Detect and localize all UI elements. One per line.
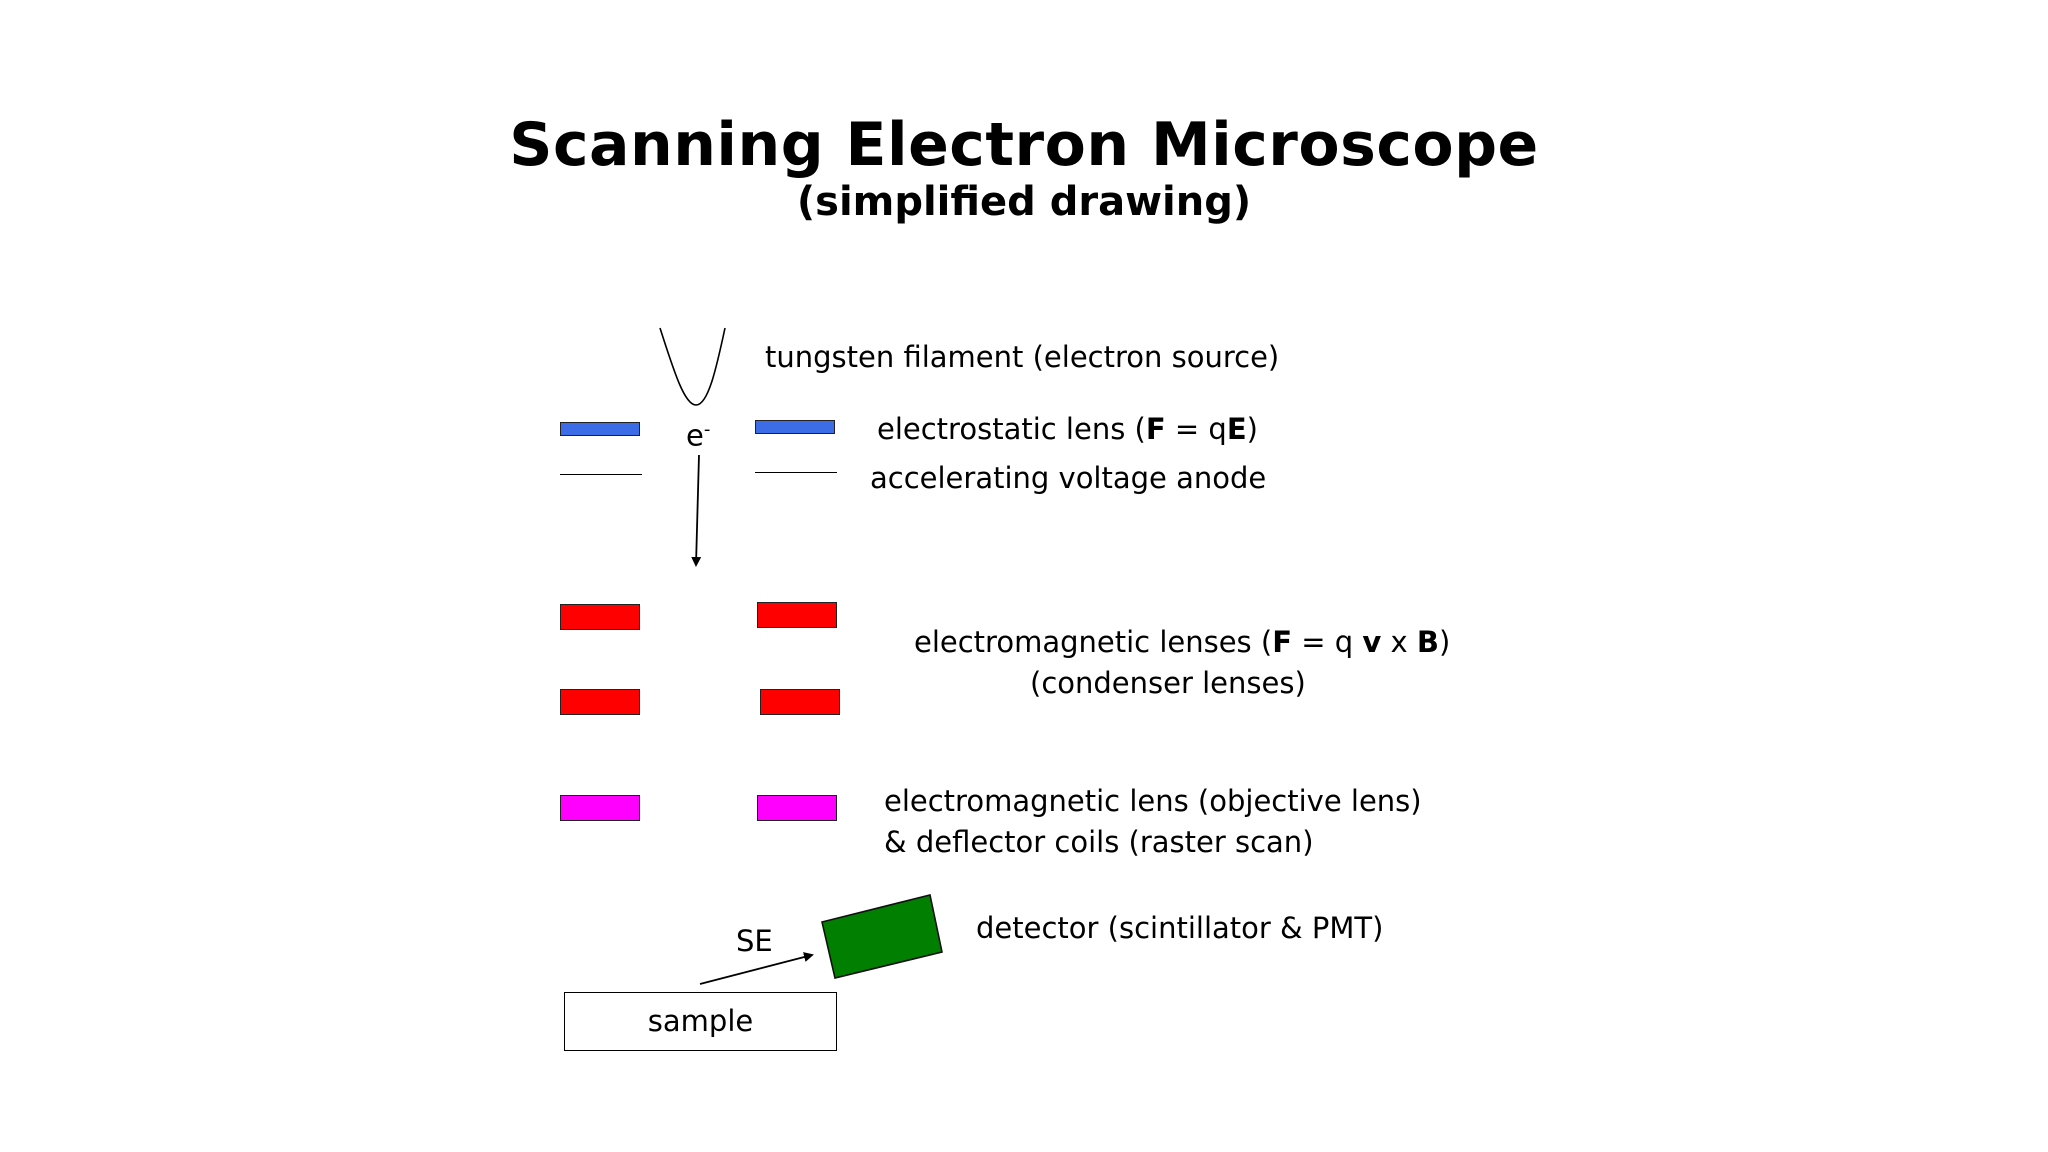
electron-beam-arrow bbox=[691, 454, 702, 567]
filament-label: tungsten filament (electron source) bbox=[765, 340, 1280, 374]
objective-lens-label: electromagnetic lens (objective lens) bbox=[884, 784, 1422, 818]
objective-lens-right bbox=[757, 795, 837, 821]
electromagnetic-text: electromagnetic lenses ( bbox=[914, 625, 1273, 659]
electrostatic-lens-label: electrostatic lens (F = qE) bbox=[877, 409, 1258, 449]
electron-charge: - bbox=[703, 419, 711, 440]
field-symbol: E bbox=[1226, 412, 1247, 446]
anode-label: accelerating voltage anode bbox=[870, 461, 1267, 495]
tungsten-filament bbox=[659, 327, 726, 406]
close-paren: ) bbox=[1439, 625, 1451, 659]
sample-box: sample bbox=[564, 992, 837, 1051]
electrostatic-lens-left bbox=[560, 422, 640, 436]
electromagnetic-lenses-label: electromagnetic lenses (F = q v x B) bbox=[914, 622, 1450, 662]
condenser-lens-1-right bbox=[757, 602, 837, 628]
equals-q: = q bbox=[1292, 625, 1363, 659]
force-symbol: F bbox=[1272, 625, 1293, 659]
condenser-lens-1-left bbox=[560, 604, 640, 630]
velocity-symbol: v bbox=[1362, 625, 1382, 659]
diagram-subtitle: (simplified drawing) bbox=[796, 179, 1252, 225]
magnetic-field-symbol: B bbox=[1416, 625, 1440, 659]
diagram-title: Scanning Electron Microscope bbox=[509, 110, 1539, 180]
objective-lens-left bbox=[560, 795, 640, 821]
anode-plate-right bbox=[755, 472, 837, 473]
condenser-lenses-label: (condenser lenses) bbox=[1030, 666, 1306, 700]
condenser-lens-2-right bbox=[760, 689, 840, 715]
force-symbol: F bbox=[1145, 412, 1166, 446]
se-label: SE bbox=[736, 924, 773, 958]
electron-symbol: e bbox=[686, 418, 704, 453]
electrostatic-text: electrostatic lens ( bbox=[877, 412, 1146, 446]
condenser-lens-2-left bbox=[560, 689, 640, 715]
deflector-coils-label: & deflector coils (raster scan) bbox=[884, 825, 1314, 859]
detector-label: detector (scintillator & PMT) bbox=[976, 911, 1384, 945]
anode-plate-left bbox=[560, 474, 642, 475]
equals-q: = q bbox=[1165, 412, 1227, 446]
cross-symbol: x bbox=[1381, 625, 1417, 659]
close-paren: ) bbox=[1246, 412, 1258, 446]
secondary-electron-arrow bbox=[699, 952, 814, 985]
electrostatic-lens-right bbox=[755, 420, 835, 434]
detector-box bbox=[821, 894, 943, 979]
electron-label: e- bbox=[686, 410, 710, 456]
sample-label: sample bbox=[647, 1004, 754, 1038]
